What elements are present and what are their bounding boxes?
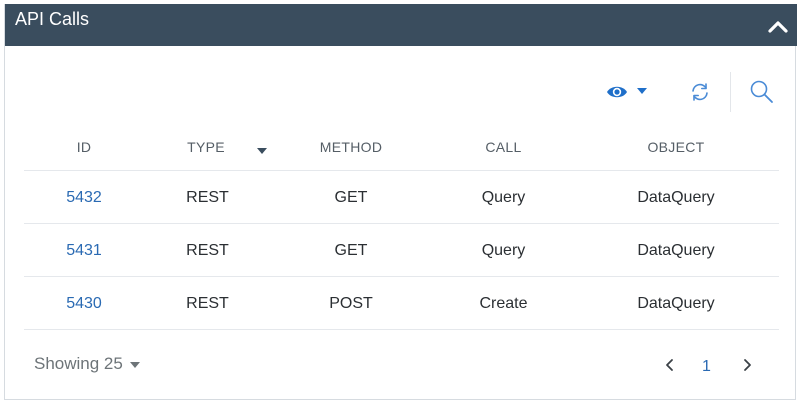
type-sort-button[interactable] xyxy=(255,143,269,154)
column-header-object[interactable]: OBJECT xyxy=(647,139,705,155)
refresh-icon xyxy=(692,83,708,101)
row-type: REST xyxy=(186,189,229,206)
table-row: 5432 REST GET Query DataQuery xyxy=(24,171,779,224)
table-footer: Showing 25 1 xyxy=(5,344,797,384)
row-id-link[interactable]: 5430 xyxy=(66,295,102,312)
row-call: Query xyxy=(481,242,526,259)
table-row: 5431 REST GET Query DataQuery xyxy=(24,224,779,277)
refresh-button[interactable] xyxy=(688,80,712,104)
previous-page-button[interactable] xyxy=(662,356,678,374)
table-row: 5430 REST POST Create DataQuery xyxy=(24,277,779,330)
row-method: POST xyxy=(329,295,373,312)
page-size-dropdown[interactable]: Showing 25 xyxy=(34,354,141,375)
row-call: Query xyxy=(481,189,526,206)
search-icon xyxy=(750,80,773,103)
api-calls-table: ID TYPE METHOD CALL OBJECT 5432 REST GET… xyxy=(24,125,779,330)
row-type: REST xyxy=(186,295,229,312)
table-header-row: ID TYPE METHOD CALL OBJECT xyxy=(24,125,779,171)
chevron-right-icon xyxy=(744,359,751,371)
row-id-link[interactable]: 5432 xyxy=(66,189,102,206)
page-size-label: Showing 25 xyxy=(34,354,123,373)
current-page-number[interactable]: 1 xyxy=(702,358,711,375)
caret-down-icon xyxy=(257,148,267,154)
column-visibility-button[interactable] xyxy=(605,80,653,104)
row-method: GET xyxy=(334,242,368,259)
search-button[interactable] xyxy=(748,78,776,106)
column-header-call[interactable]: CALL xyxy=(485,139,522,155)
eye-icon xyxy=(607,86,647,98)
row-type: REST xyxy=(186,242,229,259)
panel-header: API Calls xyxy=(5,4,797,46)
row-method: GET xyxy=(334,189,368,206)
caret-down-icon xyxy=(129,355,141,375)
row-object: DataQuery xyxy=(637,189,715,206)
chevron-up-icon xyxy=(768,21,788,33)
chevron-left-icon xyxy=(666,359,673,371)
table-toolbar xyxy=(5,72,797,114)
panel-title: API Calls xyxy=(15,9,90,29)
api-calls-panel: API Calls xyxy=(4,4,797,400)
row-object: DataQuery xyxy=(637,242,715,259)
column-header-method[interactable]: METHOD xyxy=(319,139,383,155)
row-id-link[interactable]: 5431 xyxy=(66,242,102,259)
column-header-type[interactable]: TYPE xyxy=(187,139,225,155)
collapse-button[interactable] xyxy=(767,16,789,36)
column-header-id[interactable]: ID xyxy=(76,139,92,155)
toolbar-divider xyxy=(730,72,731,112)
caret-down-icon xyxy=(637,88,647,94)
row-object: DataQuery xyxy=(637,295,715,312)
next-page-button[interactable] xyxy=(739,356,755,374)
row-call: Create xyxy=(479,295,528,312)
